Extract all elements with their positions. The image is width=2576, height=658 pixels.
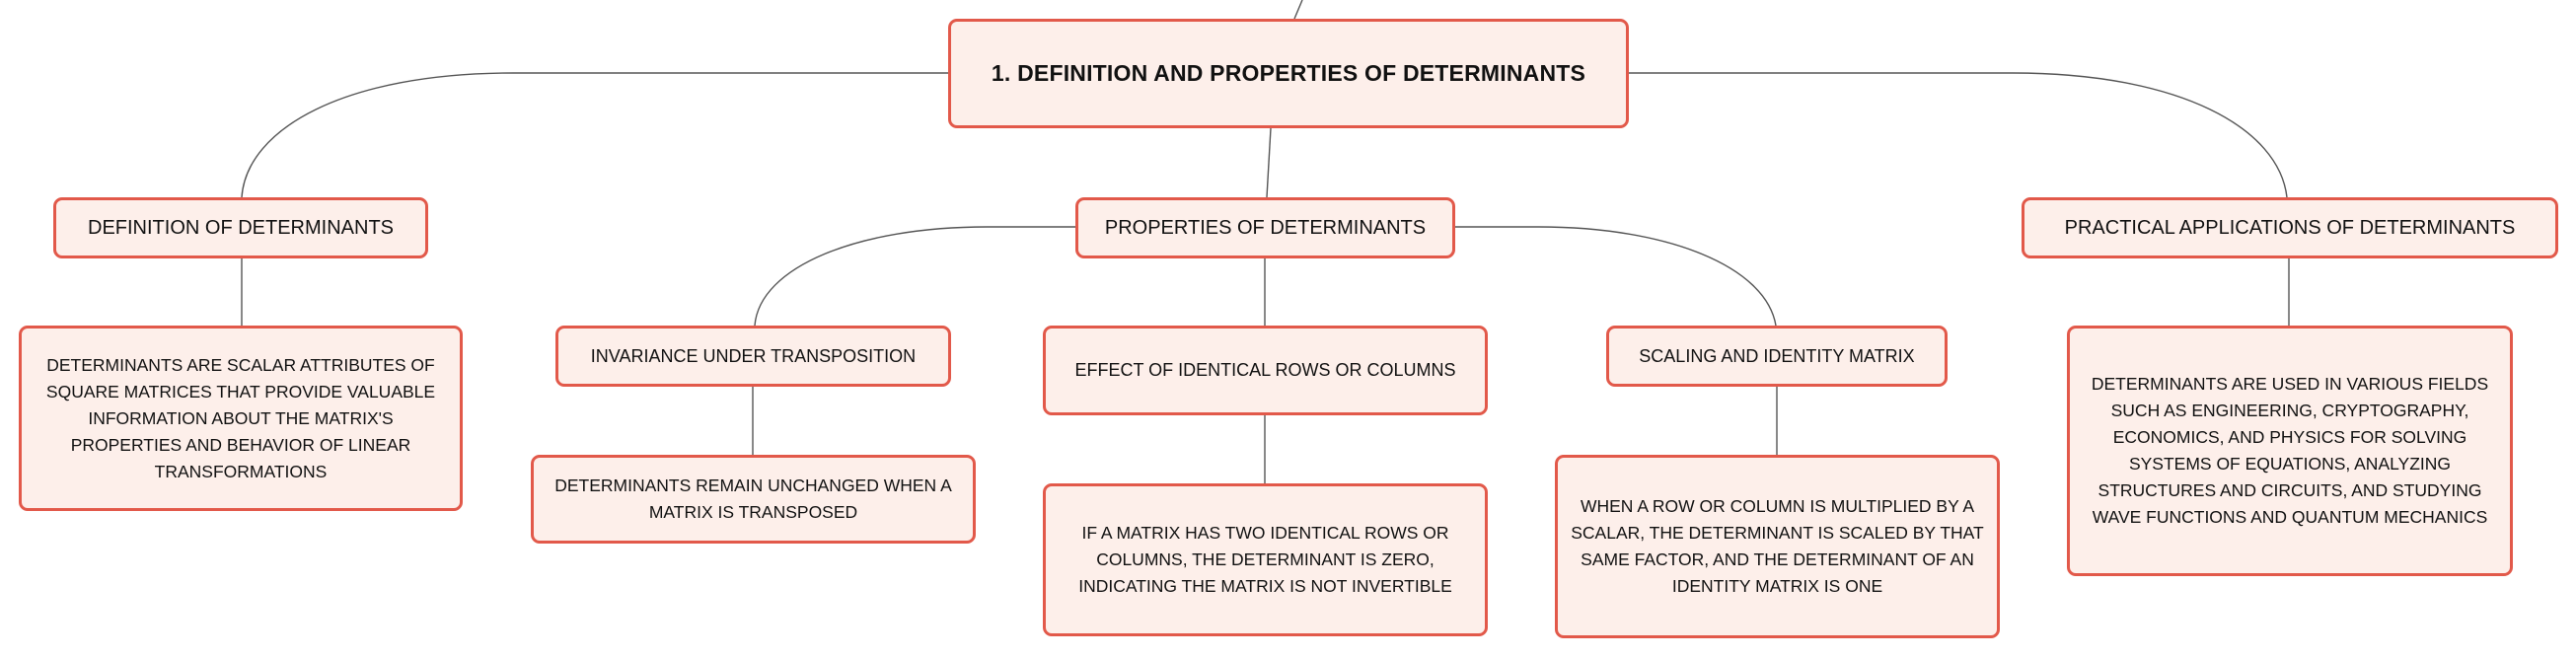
scaling-node-label: Scaling and Identity Matrix	[1639, 345, 1915, 366]
connector-root-parent	[1293, 0, 1303, 20]
connector-root-applications	[1629, 72, 2288, 198]
invariance-description-text: Determinants remain unchanged when a mat…	[554, 475, 952, 522]
definition-description-text: Determinants are scalar attributes of sq…	[45, 354, 436, 481]
root-node[interactable]: 1. Definition and Properties of Determin…	[948, 19, 1629, 128]
identical-rows-description-node[interactable]: If a matrix has two identical rows or co…	[1043, 483, 1488, 636]
invariance-node-label: Invariance Under Transposition	[590, 345, 917, 366]
scaling-description-text: When a row or column is multiplied by a …	[1571, 496, 1984, 596]
definition-description-node[interactable]: Determinants are scalar attributes of sq…	[19, 326, 463, 511]
definition-node[interactable]: Definition of Determinants	[53, 197, 428, 258]
connector-root-properties	[1266, 127, 1272, 198]
applications-description-node[interactable]: Determinants are used in various fields …	[2067, 326, 2513, 576]
connector-root-definition	[241, 72, 948, 198]
identical-rows-node[interactable]: Effect of Identical Rows or Columns	[1043, 326, 1488, 415]
connector-properties-scaling	[1455, 226, 1777, 327]
identical-rows-description-text: If a matrix has two identical rows or co…	[1078, 523, 1452, 596]
identical-rows-node-label: Effect of Identical Rows or Columns	[1074, 360, 1456, 380]
invariance-node[interactable]: Invariance Under Transposition	[555, 326, 951, 387]
properties-node-label: Properties of Determinants	[1104, 216, 1427, 239]
root-node-label: 1. Definition and Properties of Determin…	[991, 60, 1586, 86]
definition-node-label: Definition of Determinants	[88, 216, 394, 239]
invariance-description-node[interactable]: Determinants remain unchanged when a mat…	[531, 455, 976, 544]
scaling-node[interactable]: Scaling and Identity Matrix	[1606, 326, 1948, 387]
applications-node[interactable]: Practical Applications of Determinants	[2022, 197, 2558, 258]
connector-properties-invariance	[754, 226, 1075, 327]
properties-node[interactable]: Properties of Determinants	[1075, 197, 1455, 258]
applications-node-label: Practical Applications of Determinants	[2064, 216, 2516, 239]
scaling-description-node[interactable]: When a row or column is multiplied by a …	[1555, 455, 2000, 638]
applications-description-text: Determinants are used in various fields …	[2091, 374, 2489, 527]
